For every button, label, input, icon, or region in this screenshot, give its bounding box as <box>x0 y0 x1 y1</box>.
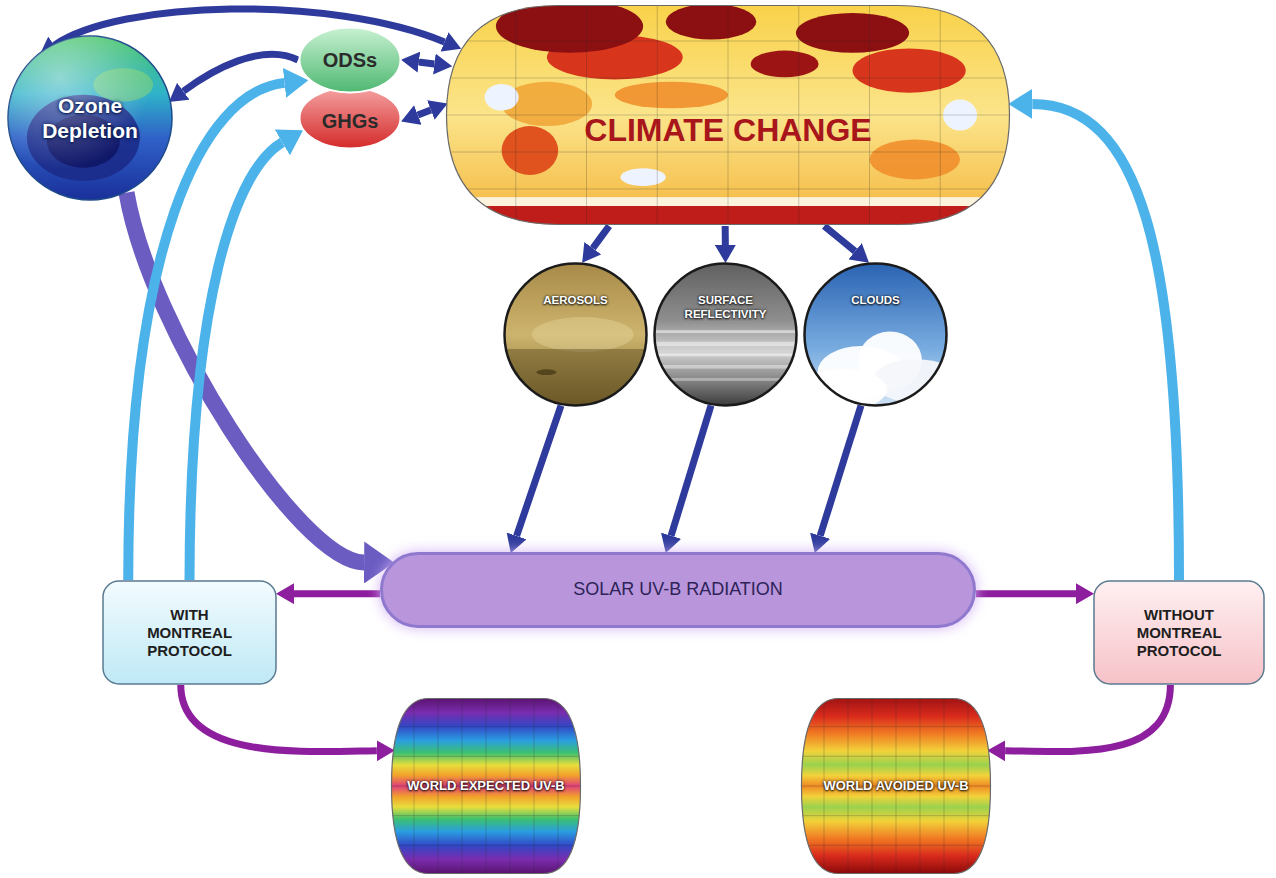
texture-patch <box>666 4 757 40</box>
texture-patch <box>870 139 961 179</box>
circle-outline <box>655 264 797 406</box>
box-outline <box>1094 581 1264 684</box>
protocol-box: WITH MONTREAL PROTOCOL <box>102 580 277 685</box>
arrow-connector <box>418 110 431 115</box>
grid-line <box>515 4 516 226</box>
aerosols-circle: AEROSOLS <box>503 262 648 407</box>
shape-part <box>390 697 582 875</box>
shape-part <box>653 330 798 381</box>
arrow-connector <box>824 226 855 251</box>
texture-band <box>653 353 798 356</box>
clouds-circle-shape <box>803 262 948 407</box>
ods-ellipse: ODSs <box>298 26 402 94</box>
uvb-band: SOLAR UV-B RADIATION <box>380 552 976 628</box>
circle-outline <box>805 264 947 406</box>
map-outline <box>392 699 581 874</box>
node-label: WITH MONTREAL PROTOCOL <box>147 606 232 660</box>
node-label: WORLD AVOIDED UV-B <box>823 778 968 794</box>
arrow-connector <box>190 142 283 580</box>
node-label: WORLD EXPECTED UV-B <box>407 778 564 794</box>
clouds-circle: CLOUDS <box>803 262 948 407</box>
shape-part <box>445 0 1011 226</box>
map-outline <box>802 699 991 874</box>
node-label: CLOUDS <box>851 294 900 308</box>
globe-shine <box>7 35 173 201</box>
photo-ground <box>655 264 797 406</box>
surface-circle: SURFACE REFLECTIVITY <box>653 262 798 407</box>
node-label: SOLAR UV-B RADIATION <box>573 579 783 601</box>
map-outline <box>447 6 1010 225</box>
arrow-connector <box>976 590 1076 597</box>
ellipse-outline <box>300 88 401 149</box>
texture-band <box>503 349 648 407</box>
arrow-connector <box>181 685 377 752</box>
texture-band <box>653 342 798 346</box>
texture-patch <box>796 13 909 53</box>
texture-band <box>653 330 798 333</box>
ghg-ellipse: GHGs <box>298 86 402 150</box>
arrow-connector <box>671 406 711 536</box>
climate-map: CLIMATE CHANGE <box>445 4 1011 226</box>
box-outline <box>103 581 276 684</box>
uvb-world-map: WORLD AVOIDED UV-B <box>800 697 992 875</box>
arrow-connector <box>593 226 609 248</box>
arrow-connector <box>820 406 861 536</box>
arrow-connector <box>1032 104 1179 580</box>
globe-body <box>8 36 172 200</box>
texture-patch <box>800 369 887 410</box>
band-outline <box>382 554 975 627</box>
surface-circle-shape <box>653 262 798 407</box>
aerosols-circle-shape <box>503 262 648 407</box>
node-label: CLIMATE CHANGE <box>584 111 871 149</box>
arrow-connector <box>517 406 561 536</box>
arrow-connector <box>419 62 434 64</box>
texture-patch <box>485 84 519 111</box>
grid-line <box>940 4 941 226</box>
texture-band <box>653 378 798 381</box>
texture-patch <box>615 82 728 109</box>
ozone-globe: Ozone Depletion <box>7 35 173 201</box>
texture-patch <box>496 0 643 53</box>
node-label: WITHOUT MONTREAL PROTOCOL <box>1137 606 1222 660</box>
shape-part <box>7 35 173 201</box>
node-label: ODSs <box>323 48 377 72</box>
circle-outline <box>505 264 647 406</box>
uvb-world-map: WORLD EXPECTED UV-B <box>390 697 582 875</box>
texture-patch <box>502 126 559 175</box>
texture-band <box>653 365 798 369</box>
node-label: SURFACE REFLECTIVITY <box>667 294 785 322</box>
ozone-globe-shape <box>7 35 173 201</box>
protocol-box: WITHOUT MONTREAL PROTOCOL <box>1093 580 1265 685</box>
texture-patch <box>751 51 819 78</box>
shape-part <box>800 697 992 875</box>
node-label: GHGs <box>322 109 379 133</box>
node-label: Ozone Depletion <box>25 93 155 143</box>
ellipse-outline <box>300 28 401 93</box>
texture-patch <box>532 317 634 352</box>
texture-patch <box>620 168 665 186</box>
node-label: AEROSOLS <box>543 294 608 308</box>
arrow-connector <box>294 590 380 597</box>
arrow-connector <box>1005 685 1170 752</box>
shape-part <box>503 317 648 407</box>
texture-patch <box>873 359 960 403</box>
arrow-connector <box>722 226 729 245</box>
